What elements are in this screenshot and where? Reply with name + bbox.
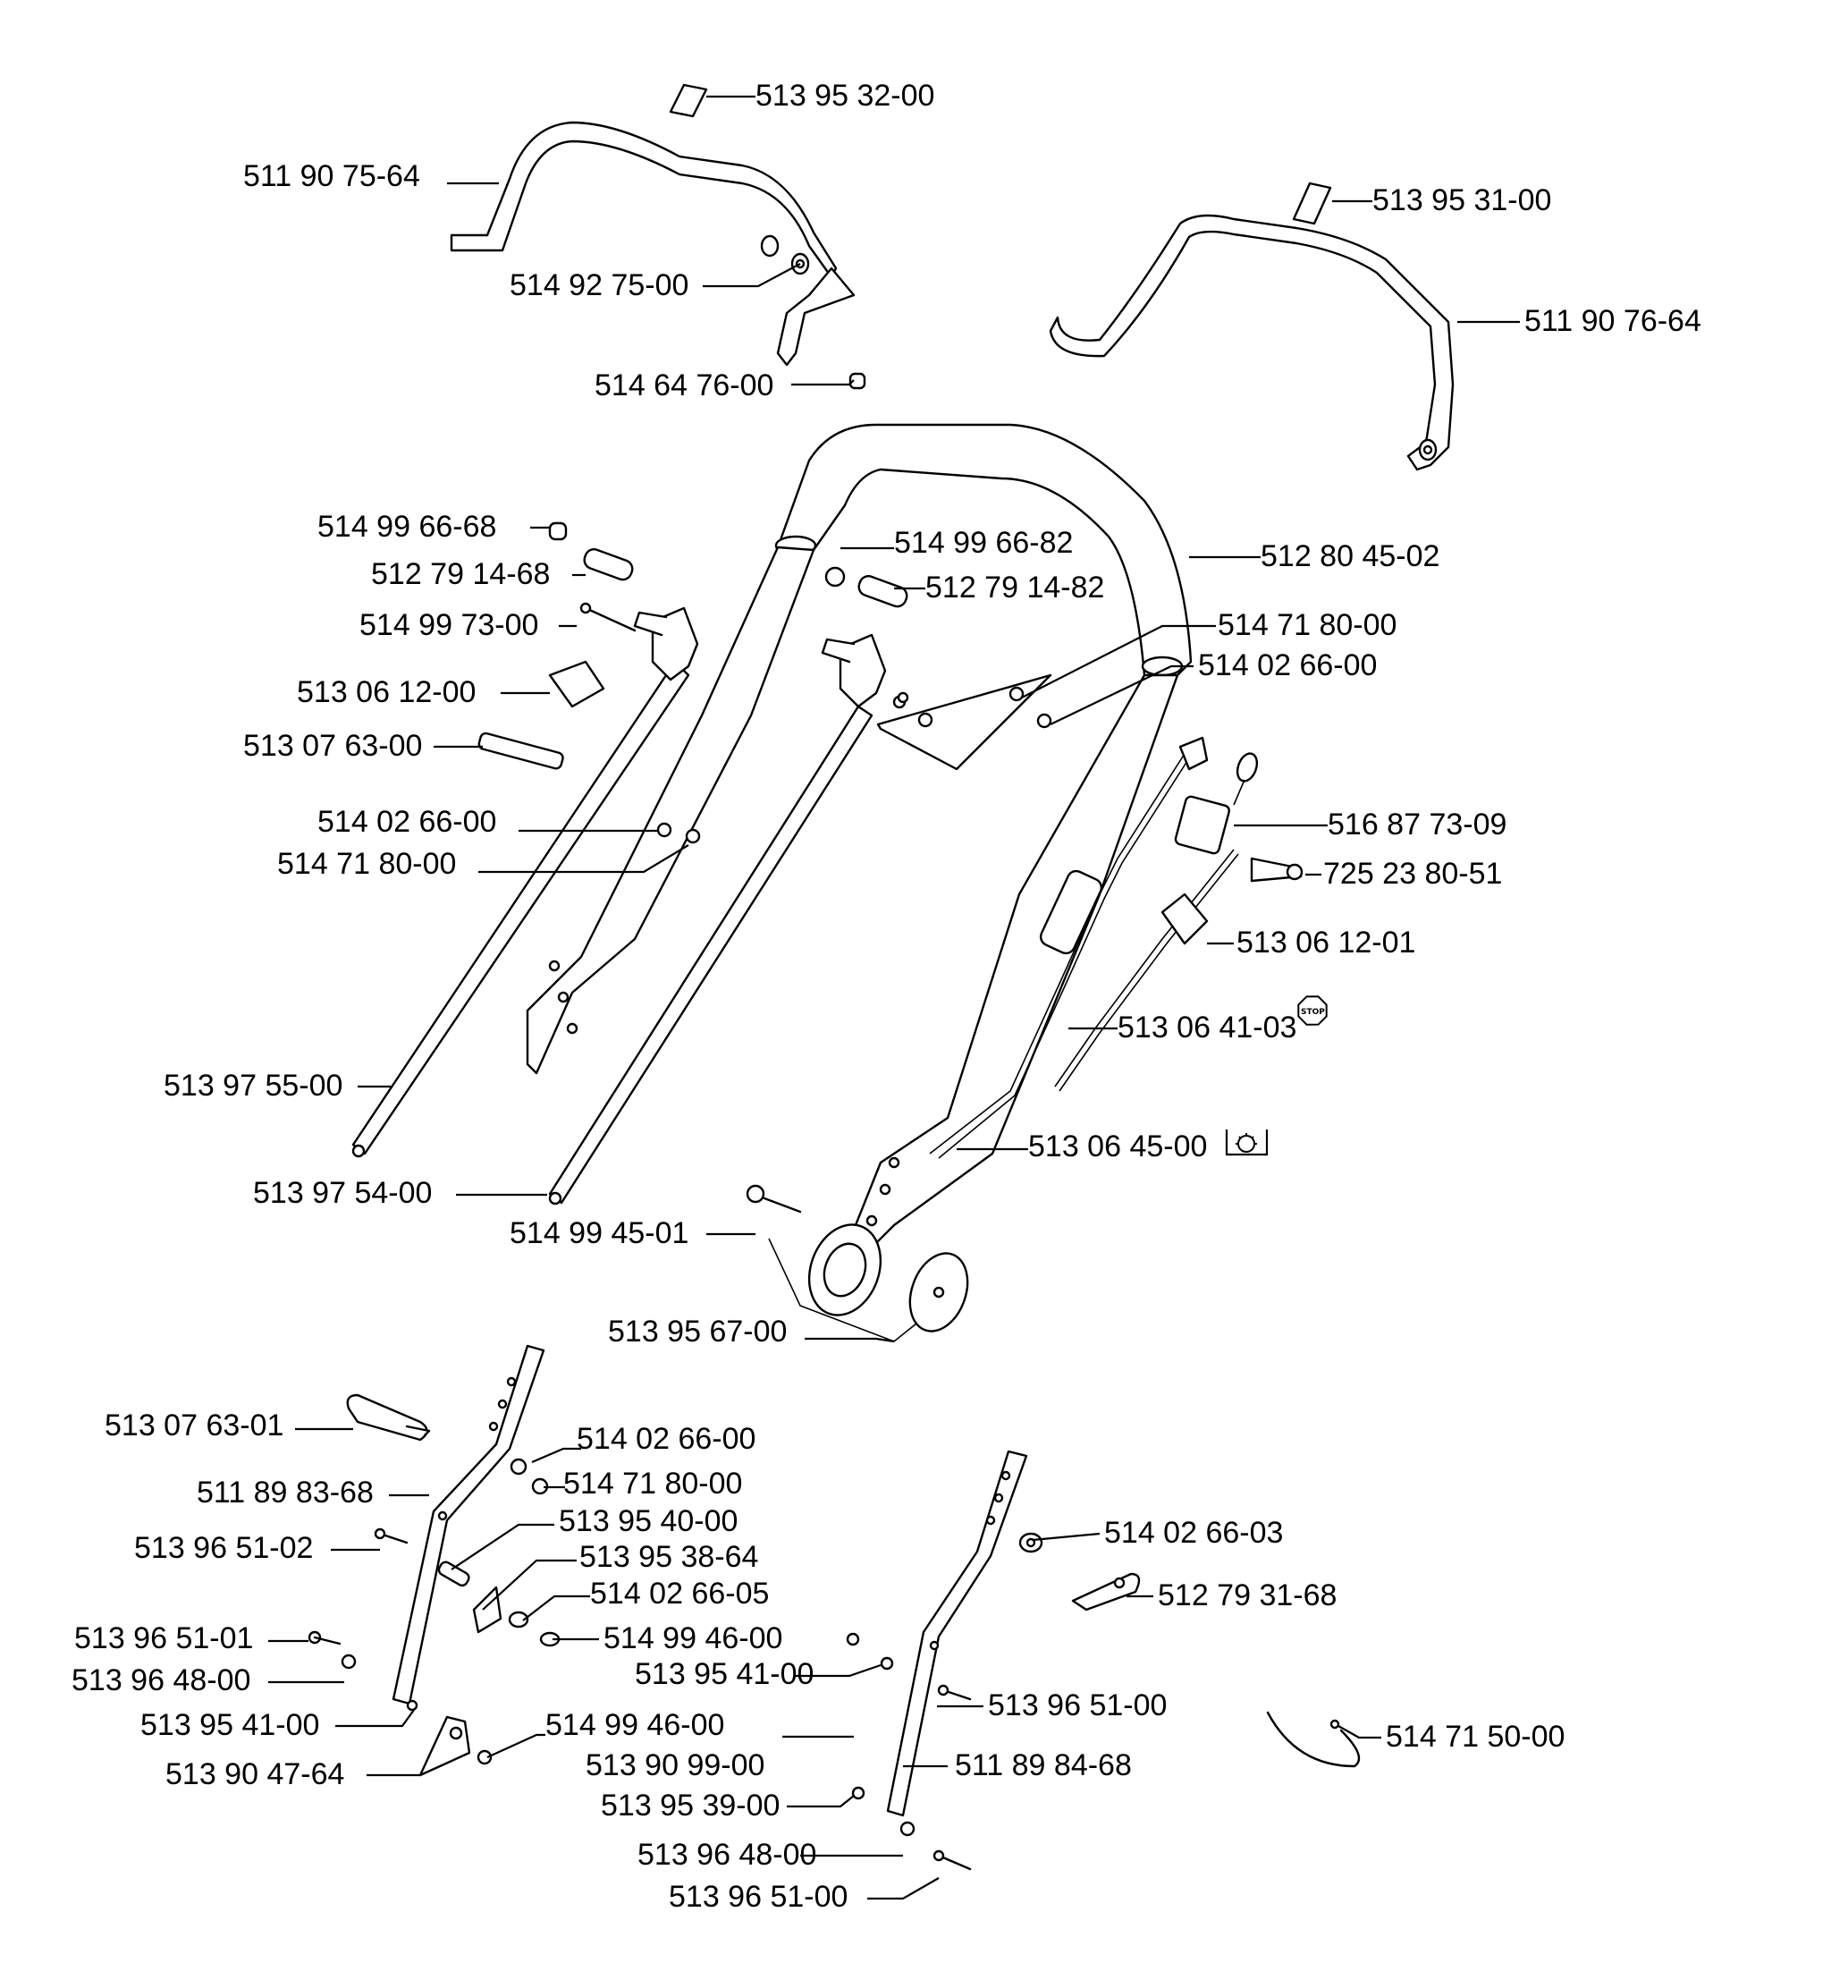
leader-lines — [268, 95, 1520, 1900]
part-label: 513 95 38-64 — [579, 1540, 758, 1574]
part-label: 513 95 41-00 — [140, 1708, 319, 1742]
part-label: 514 71 80-00 — [563, 1467, 742, 1501]
part-label: 511 89 84-68 — [955, 1748, 1132, 1782]
stop-sign-icon: STOP — [1297, 995, 1328, 1026]
part-label: 513 97 55-00 — [164, 1069, 342, 1103]
part-label: 514 02 66-00 — [317, 805, 496, 839]
part-label: 512 79 14-68 — [371, 557, 550, 591]
part-label: 513 06 12-01 — [1236, 926, 1415, 960]
part-label: 513 96 51-00 — [669, 1880, 848, 1914]
part-label: 513 06 12-00 — [297, 675, 476, 709]
part-label: 513 07 63-01 — [105, 1409, 283, 1442]
part-label: 513 95 41-00 — [635, 1657, 814, 1691]
part-label: 514 71 80-00 — [1218, 608, 1397, 642]
svg-text:STOP: STOP — [1301, 1008, 1325, 1017]
upper-handle-bar-right — [1049, 182, 1455, 471]
part-label: 516 87 73-09 — [1328, 808, 1506, 842]
cables — [929, 736, 1304, 1159]
height-adjust-disc — [746, 1184, 969, 1342]
part-label: 514 02 66-00 — [577, 1422, 755, 1456]
lower-right-bracket — [846, 1450, 1361, 1871]
part-label: 513 90 47-64 — [165, 1757, 344, 1791]
grip-pad-right — [1292, 182, 1332, 225]
part-label: 514 99 66-82 — [894, 526, 1073, 560]
cable-bracket-plate — [876, 673, 1052, 771]
part-label: 511 89 83-68 — [197, 1476, 374, 1510]
part-label: 514 71 80-00 — [277, 847, 456, 881]
part-label: 513 96 51-02 — [134, 1531, 313, 1565]
part-label: 513 96 48-00 — [72, 1663, 250, 1697]
part-label: 514 02 66-00 — [1198, 648, 1377, 682]
part-labels: 513 95 32-00 511 90 75-64 514 92 75-00 5… — [72, 79, 1701, 1914]
control-levers — [633, 606, 887, 708]
main-handle-frame — [526, 423, 1193, 1263]
part-label: 725 23 80-51 — [1323, 857, 1502, 891]
engine-brake-icon — [1225, 1129, 1269, 1156]
part-label: 514 92 75-00 — [510, 268, 688, 302]
part-label: 514 02 66-05 — [590, 1577, 769, 1611]
upper-small-parts — [477, 521, 1209, 945]
part-label: 513 07 63-00 — [243, 729, 422, 763]
part-label: 511 90 75-64 — [243, 159, 420, 193]
part-label: 513 90 99-00 — [586, 1748, 764, 1782]
part-label: 514 99 73-00 — [359, 608, 538, 642]
upper-handle-bar-left — [450, 83, 866, 390]
part-label: 514 99 46-00 — [603, 1621, 782, 1655]
part-label: 513 96 51-01 — [74, 1621, 253, 1655]
part-label: 511 90 76-64 — [1524, 304, 1701, 338]
part-label: 513 95 40-00 — [559, 1504, 738, 1538]
part-label: 513 95 67-00 — [608, 1315, 787, 1349]
part-label: 513 95 39-00 — [601, 1789, 780, 1823]
part-label: 514 71 50-00 — [1386, 1720, 1565, 1754]
part-label: 513 95 31-00 — [1372, 183, 1551, 217]
part-label: 514 02 66-03 — [1104, 1516, 1283, 1550]
part-label: 513 06 41-03 — [1118, 1011, 1296, 1045]
part-label: 514 99 66-68 — [317, 510, 496, 544]
grip-pad — [669, 83, 708, 118]
part-label: 513 06 45-00 — [1028, 1129, 1207, 1163]
part-label: 514 64 76-00 — [595, 368, 773, 402]
part-label: 513 95 32-00 — [755, 79, 934, 113]
part-label: 513 96 51-00 — [988, 1688, 1167, 1722]
part-label: 512 80 45-02 — [1261, 539, 1439, 573]
part-label: 512 79 14-82 — [925, 571, 1104, 605]
part-label: 514 99 45-01 — [510, 1216, 688, 1250]
part-label: 513 96 48-00 — [637, 1838, 816, 1872]
part-label: 514 99 46-00 — [545, 1708, 724, 1742]
part-label: 513 97 54-00 — [253, 1176, 432, 1210]
part-label: 512 79 31-68 — [1158, 1578, 1337, 1612]
lower-left-bracket — [308, 1344, 561, 1777]
